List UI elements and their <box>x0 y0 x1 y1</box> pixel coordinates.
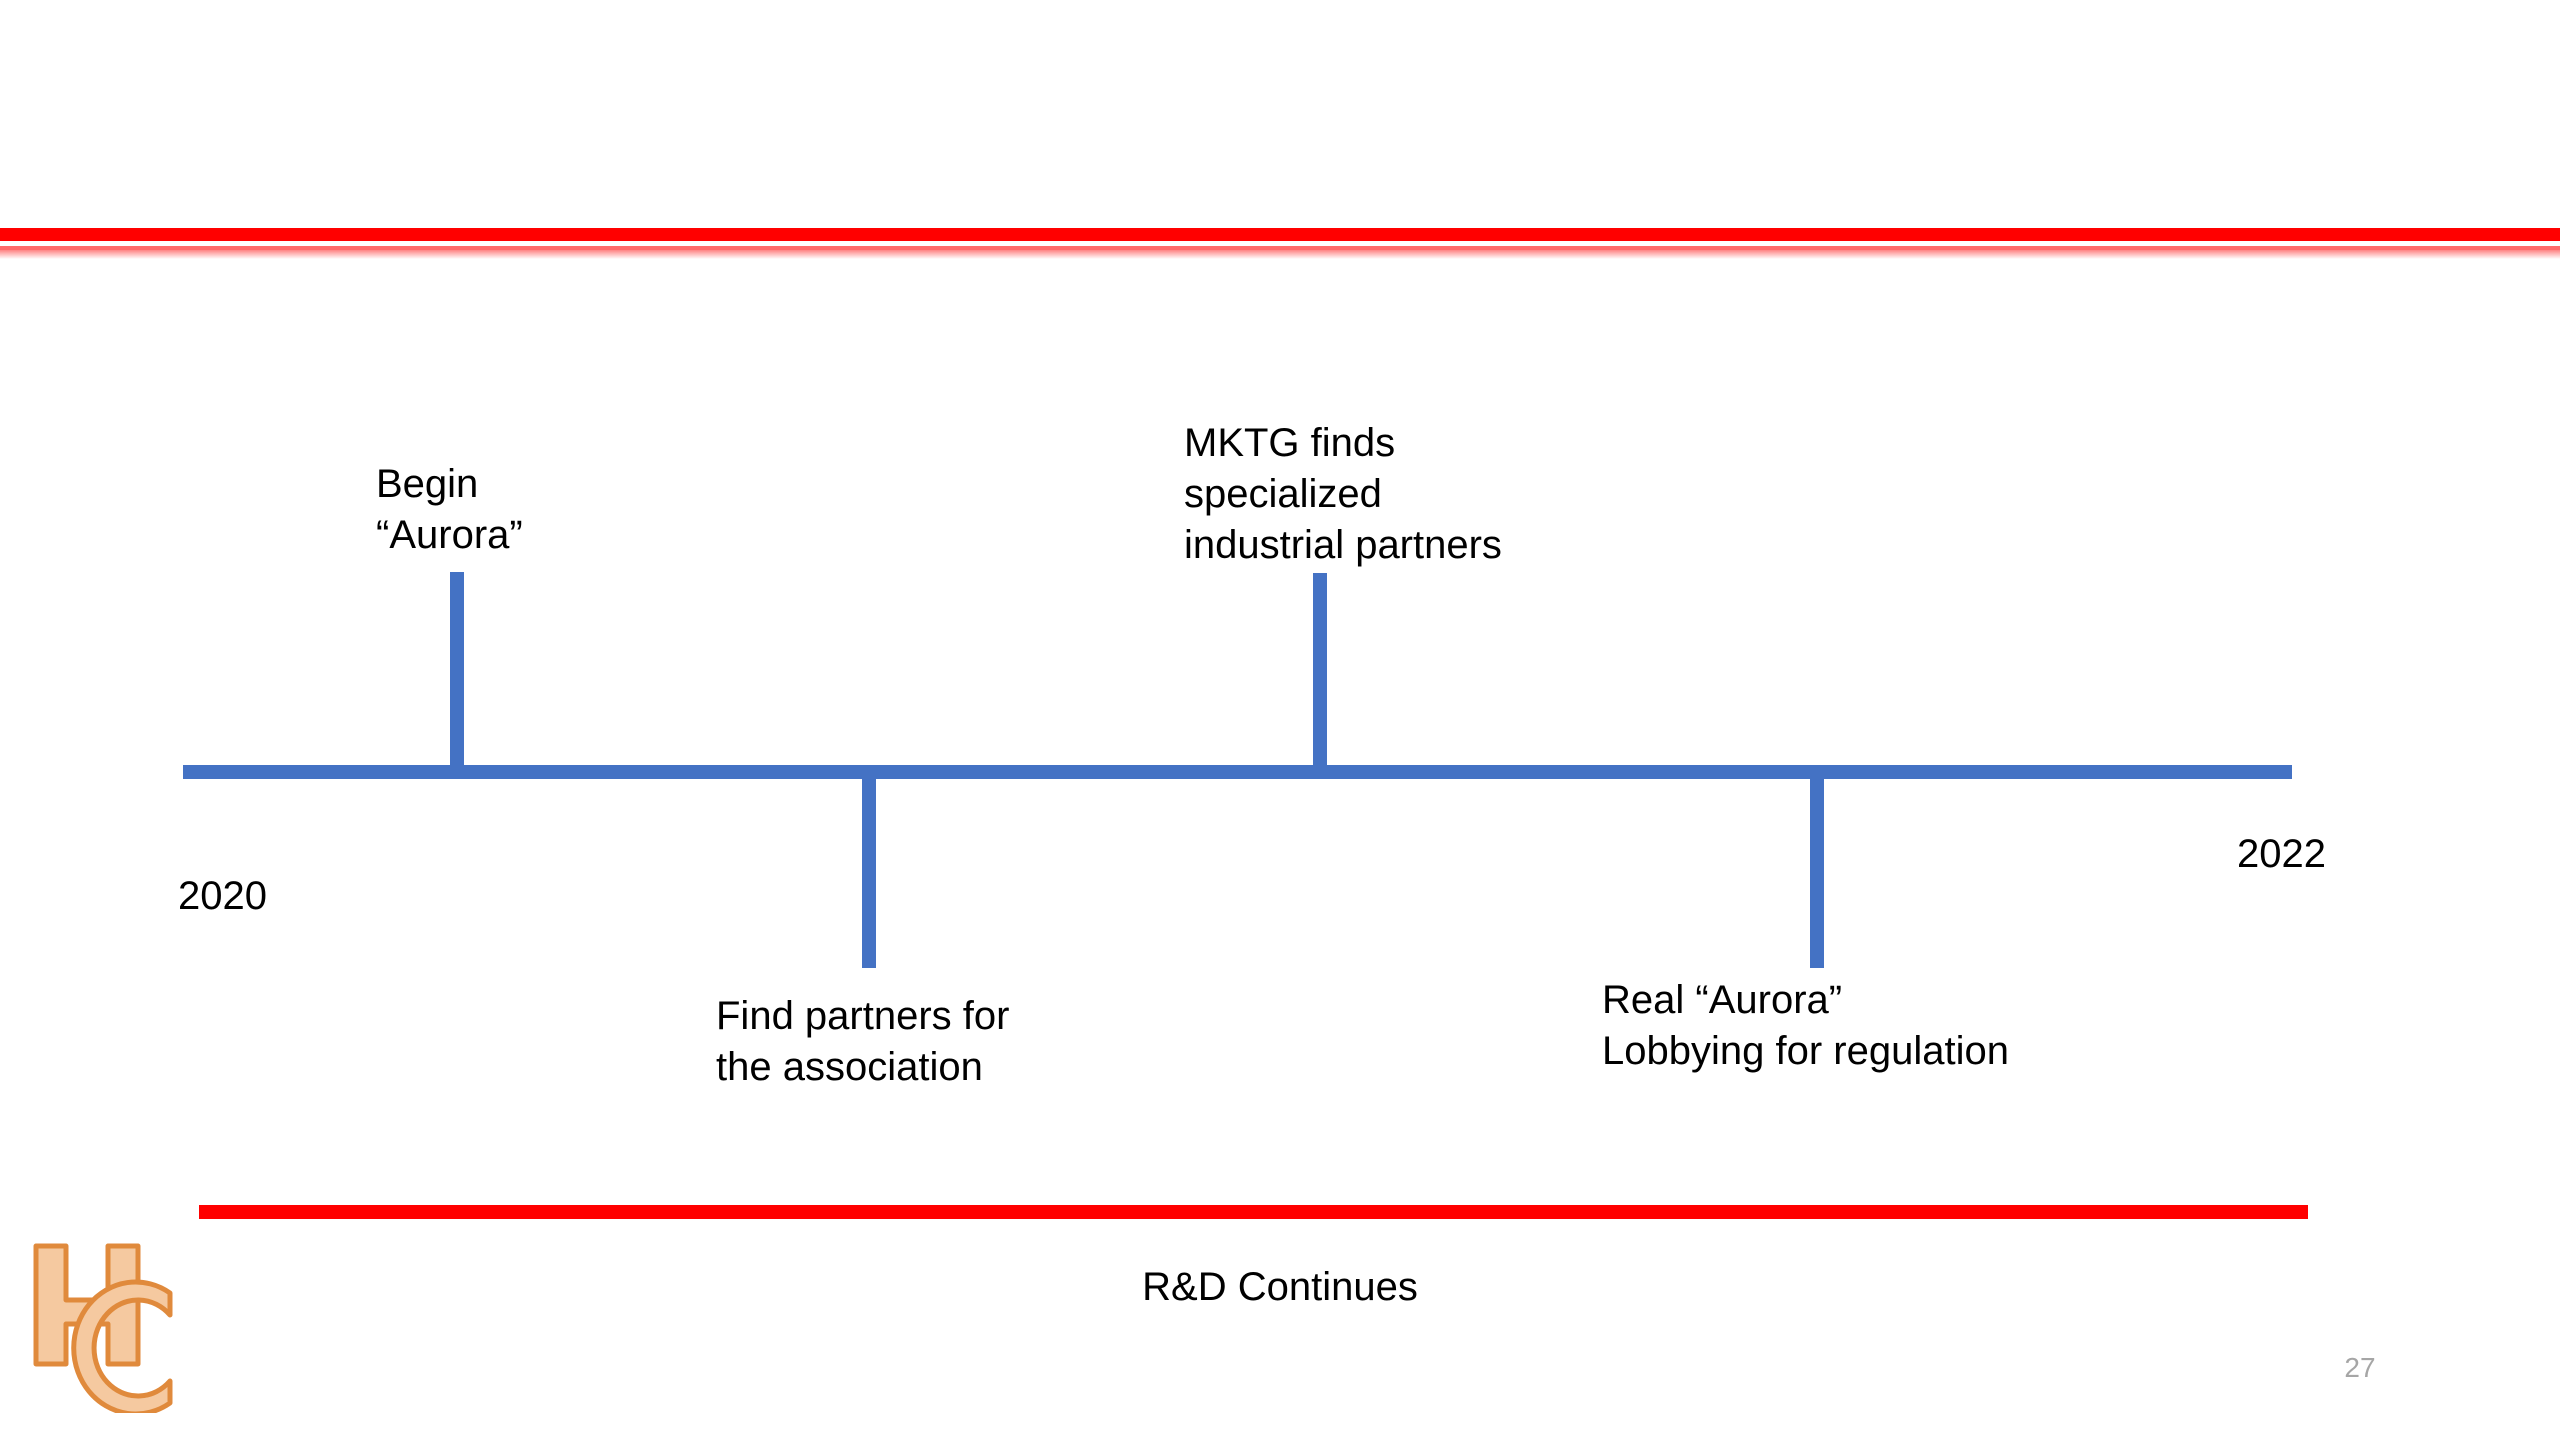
top-pink-rule <box>0 246 2560 250</box>
timeline-tick-begin-aurora <box>450 572 464 772</box>
rnd-continues-label: R&D Continues <box>1142 1265 1418 1309</box>
rnd-continues-bar <box>199 1205 2308 1219</box>
timeline-tick-mktg-partners <box>1313 573 1327 772</box>
milestone-label-find-partners: Find partners for the association <box>716 994 1010 1089</box>
top-red-rule <box>0 228 2560 241</box>
timeline-start-year: 2020 <box>178 874 267 918</box>
milestone-label-real-aurora: Real “Aurora” Lobbying for regulation <box>1602 978 2009 1073</box>
milestone-label-begin-aurora: Begin “Aurora” <box>376 462 523 557</box>
hc-logo-letter-c <box>71 1279 173 1413</box>
page-number: 27 <box>2344 1352 2376 1383</box>
timeline-axis <box>183 765 2292 779</box>
top-rule-glow <box>0 250 2560 259</box>
milestone-label-mktg-partners: MKTG finds specialized industrial partne… <box>1184 421 1502 567</box>
hc-logo <box>22 1238 192 1413</box>
timeline-tick-real-aurora <box>1810 772 1824 968</box>
timeline-end-year: 2022 <box>2237 832 2326 876</box>
timeline-tick-find-partners <box>862 772 876 968</box>
